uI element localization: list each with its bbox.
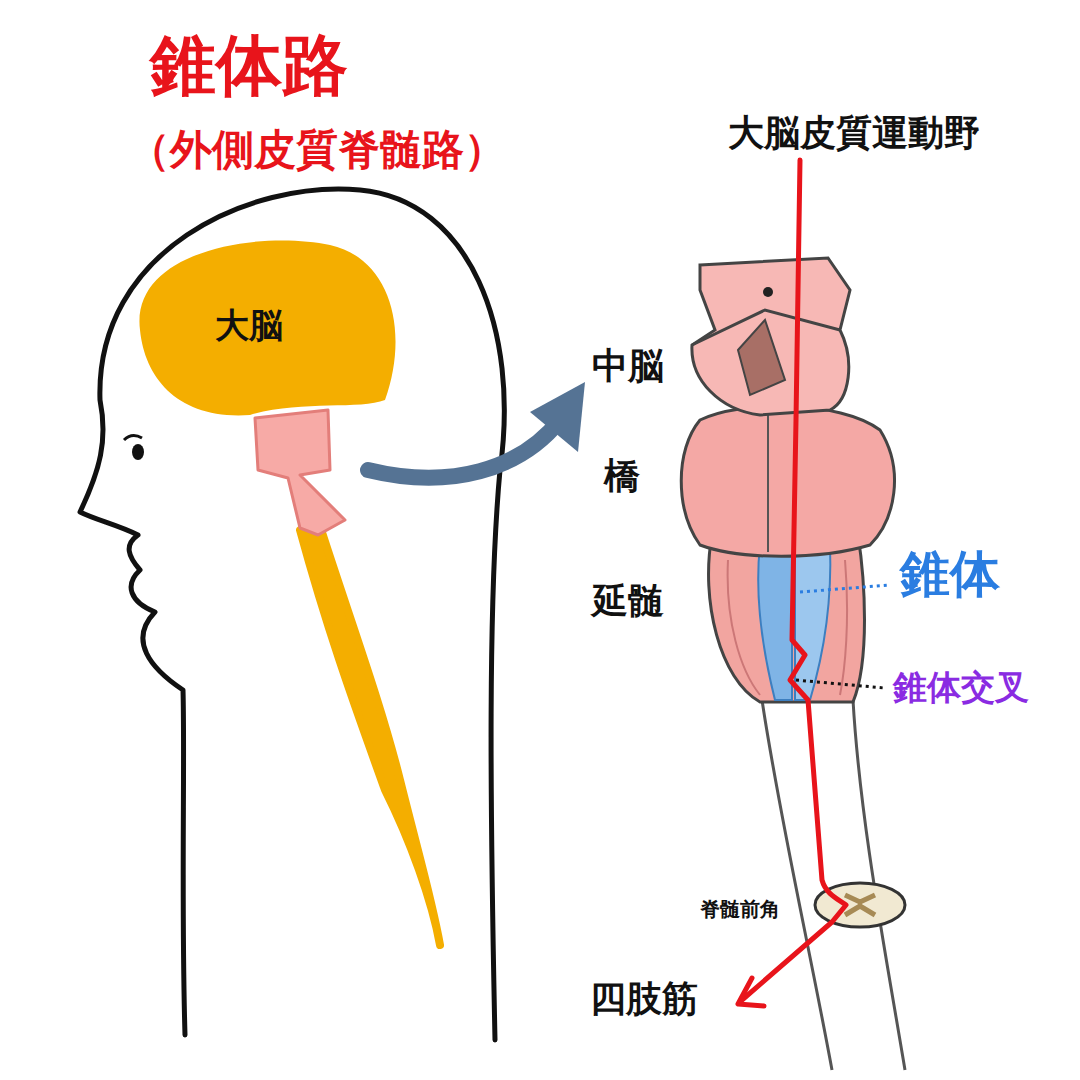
midbrain (692, 258, 850, 415)
pyramid (758, 545, 792, 700)
pyramidal-tract (742, 160, 846, 1000)
pyramid (795, 545, 830, 700)
structure-label: 橋 (604, 455, 640, 496)
region-label: 大脳 (215, 306, 283, 345)
structure-label: 錐体 (900, 546, 1000, 604)
arrow-head (738, 978, 764, 1006)
zoom-arrow (368, 420, 560, 478)
eye (124, 435, 142, 440)
head-outline (80, 189, 504, 1040)
pons (681, 406, 894, 556)
leader-line (800, 585, 890, 592)
leader-line (796, 680, 884, 688)
structure-label: 大脳皮質運動野 (728, 112, 980, 153)
subtitle: （外側皮質脊髄路） (128, 126, 506, 174)
brain-fill (139, 240, 395, 415)
pons-line (767, 412, 769, 552)
brainstem-small (255, 410, 345, 535)
spinal-cord-large (762, 700, 905, 1070)
brain-region: 大脳 (135, 238, 400, 423)
structure-label: 延髄 (592, 580, 664, 621)
structure-label: 錐体交叉 (893, 668, 1029, 707)
gray-matter (845, 895, 875, 915)
structure-label: 四肢筋 (590, 978, 698, 1019)
structure-label: 脊髄前角 (700, 898, 780, 921)
title: 錐体路 (150, 28, 348, 104)
structure-label: 中脳 (592, 345, 664, 386)
aqueduct-dot (763, 287, 773, 297)
zoom-arrow-head (530, 382, 585, 452)
spinal-cord (300, 520, 440, 945)
eye (132, 444, 144, 460)
cerebral-aqueduct (738, 320, 785, 395)
medulla (709, 535, 865, 702)
